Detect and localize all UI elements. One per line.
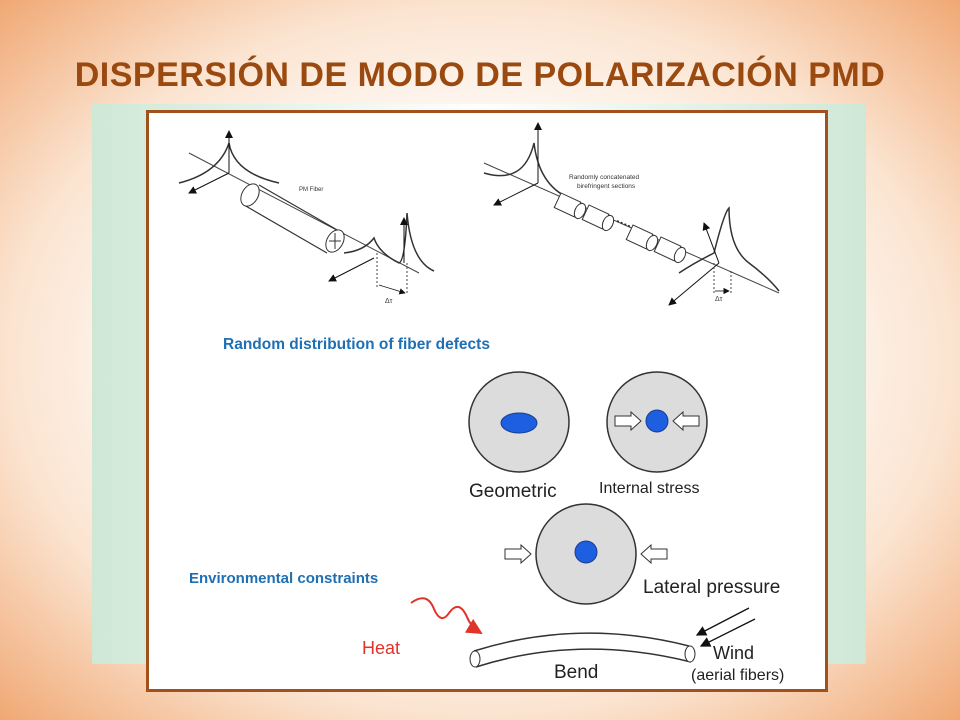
pmd-diagram: PM Fiber Δτ Randomly concatenated birefr… xyxy=(178,122,784,684)
environmental-heading: Environmental constraints xyxy=(189,570,378,587)
pm-axis-line xyxy=(188,152,420,274)
pm-fiber-label: PM Fiber xyxy=(299,187,323,193)
stress-arrow-left-icon xyxy=(672,410,700,432)
bent-fiber xyxy=(469,632,696,668)
output-axis-arrow-left xyxy=(328,257,375,282)
heat-wave-icon xyxy=(410,597,483,635)
random-defects-heading: Random distribution of fiber defects xyxy=(223,336,490,353)
heat-label: Heat xyxy=(362,638,400,658)
pressure-arrow-left-icon xyxy=(640,543,668,565)
diagram-panel: PM Fiber Δτ Randomly concatenated birefr… xyxy=(146,110,828,692)
bend-label: Bend xyxy=(554,662,598,683)
internal-stress-core xyxy=(645,409,669,433)
internal-stress-label: Internal stress xyxy=(599,480,699,497)
slide-title: DISPERSIÓN DE MODO DE POLARIZACIÓN PMD xyxy=(74,56,886,94)
concat-input-pulse xyxy=(483,142,570,199)
delta-tau-left-label: Δτ xyxy=(385,298,393,305)
pm-fiber-cylinder xyxy=(240,183,345,254)
pm-fiber-illustration: PM Fiber Δτ xyxy=(178,130,435,305)
birefringent-section-2 xyxy=(581,204,615,232)
stress-arrow-right-icon xyxy=(614,410,642,432)
lateral-pressure-core xyxy=(574,540,598,564)
concatenated-sections-illustration: Randomly concatenated birefringent secti… xyxy=(483,122,780,306)
geometric-core xyxy=(500,412,538,434)
wind-arrow-1 xyxy=(695,607,750,636)
birefringent-section-1 xyxy=(553,192,587,220)
lateral-pressure-defect xyxy=(504,503,668,605)
internal-stress-defect xyxy=(606,371,708,473)
concat-output-pulse xyxy=(678,206,780,292)
wind-label: Wind xyxy=(713,643,754,663)
geometric-label: Geometric xyxy=(469,481,557,502)
pressure-arrow-right-icon xyxy=(504,543,532,565)
concat-label-line2: birefringent sections xyxy=(577,183,636,190)
output-pulse-peaks xyxy=(343,212,435,272)
input-axis-arrow-left xyxy=(188,172,230,194)
wind-arrow-2 xyxy=(699,618,756,647)
geometric-defect xyxy=(468,371,570,473)
birefringent-section-4 xyxy=(653,236,687,264)
lateral-pressure-label: Lateral pressure xyxy=(643,577,780,598)
concat-label-line1: Randomly concatenated xyxy=(569,174,639,181)
delta-tau-right-label: Δτ xyxy=(715,296,723,303)
birefringent-section-3 xyxy=(625,224,659,252)
aerial-fibers-label: (aerial fibers) xyxy=(691,667,784,684)
